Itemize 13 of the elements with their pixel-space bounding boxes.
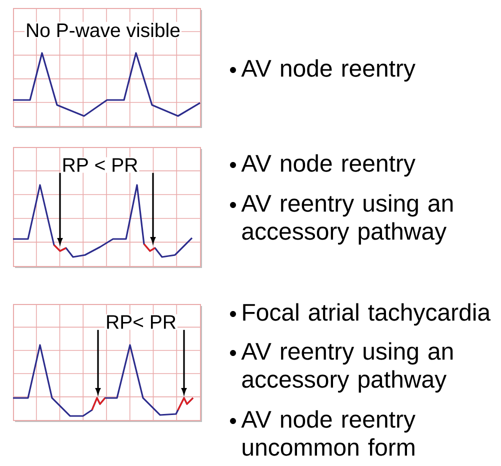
arrow (182, 330, 186, 394)
arrow (96, 330, 100, 394)
bullet-item: AV node reentry (230, 59, 416, 82)
arrow (150, 172, 156, 244)
interval-label: RP < PR (60, 157, 140, 173)
arrow (58, 172, 62, 244)
bullet-item: AV reentry using an accessory pathway (230, 194, 453, 245)
panel-label: No P-wave visible (24, 22, 182, 38)
bullet-item: AV reentry using an accessory pathway (230, 342, 453, 393)
interval-label: RP< PR (104, 314, 178, 330)
bullet-item: AV node reentry (230, 154, 416, 177)
bullet-item: AV node reentry uncommon form (230, 410, 416, 456)
bullet-item: Focal atrial tachycardia (230, 303, 491, 326)
